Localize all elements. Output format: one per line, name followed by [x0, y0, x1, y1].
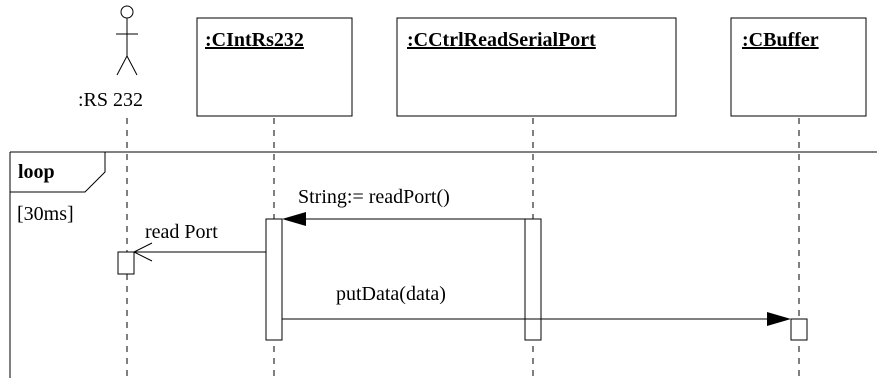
activation-rs232: [117, 251, 135, 275]
message-readport: [282, 212, 525, 226]
object-label-cbuffer: :CBuffer: [742, 29, 819, 51]
message-read-port: [132, 242, 266, 262]
object-cbuffer[interactable]: :CBuffer: [730, 17, 867, 117]
loop-fragment: [9, 151, 877, 378]
actor-stick-figure-icon: [116, 5, 138, 76]
message-read-port-label: read Port: [145, 221, 218, 243]
object-label-cintrs232: :CIntRs232: [205, 29, 304, 51]
message-putdata-label: putData(data): [336, 283, 446, 305]
message-readport-label: String:= readPort(): [298, 186, 450, 208]
actor-label: :RS 232: [78, 89, 143, 111]
activation-cctrlreadserialport: [524, 218, 542, 341]
activation-cintrs232: [265, 218, 283, 341]
message-putdata: [282, 312, 791, 326]
object-cintrs232[interactable]: :CIntRs232: [196, 17, 353, 117]
object-cctrlreadserialport[interactable]: :CCtrlReadSerialPort: [396, 17, 677, 117]
loop-operator-tab: [10, 152, 106, 193]
loop-operator-label: loop: [18, 161, 55, 183]
activation-cbuffer: [790, 318, 808, 341]
object-label-cctrlreadserialport: :CCtrlReadSerialPort: [407, 29, 596, 51]
loop-guard: [30ms]: [17, 203, 74, 225]
